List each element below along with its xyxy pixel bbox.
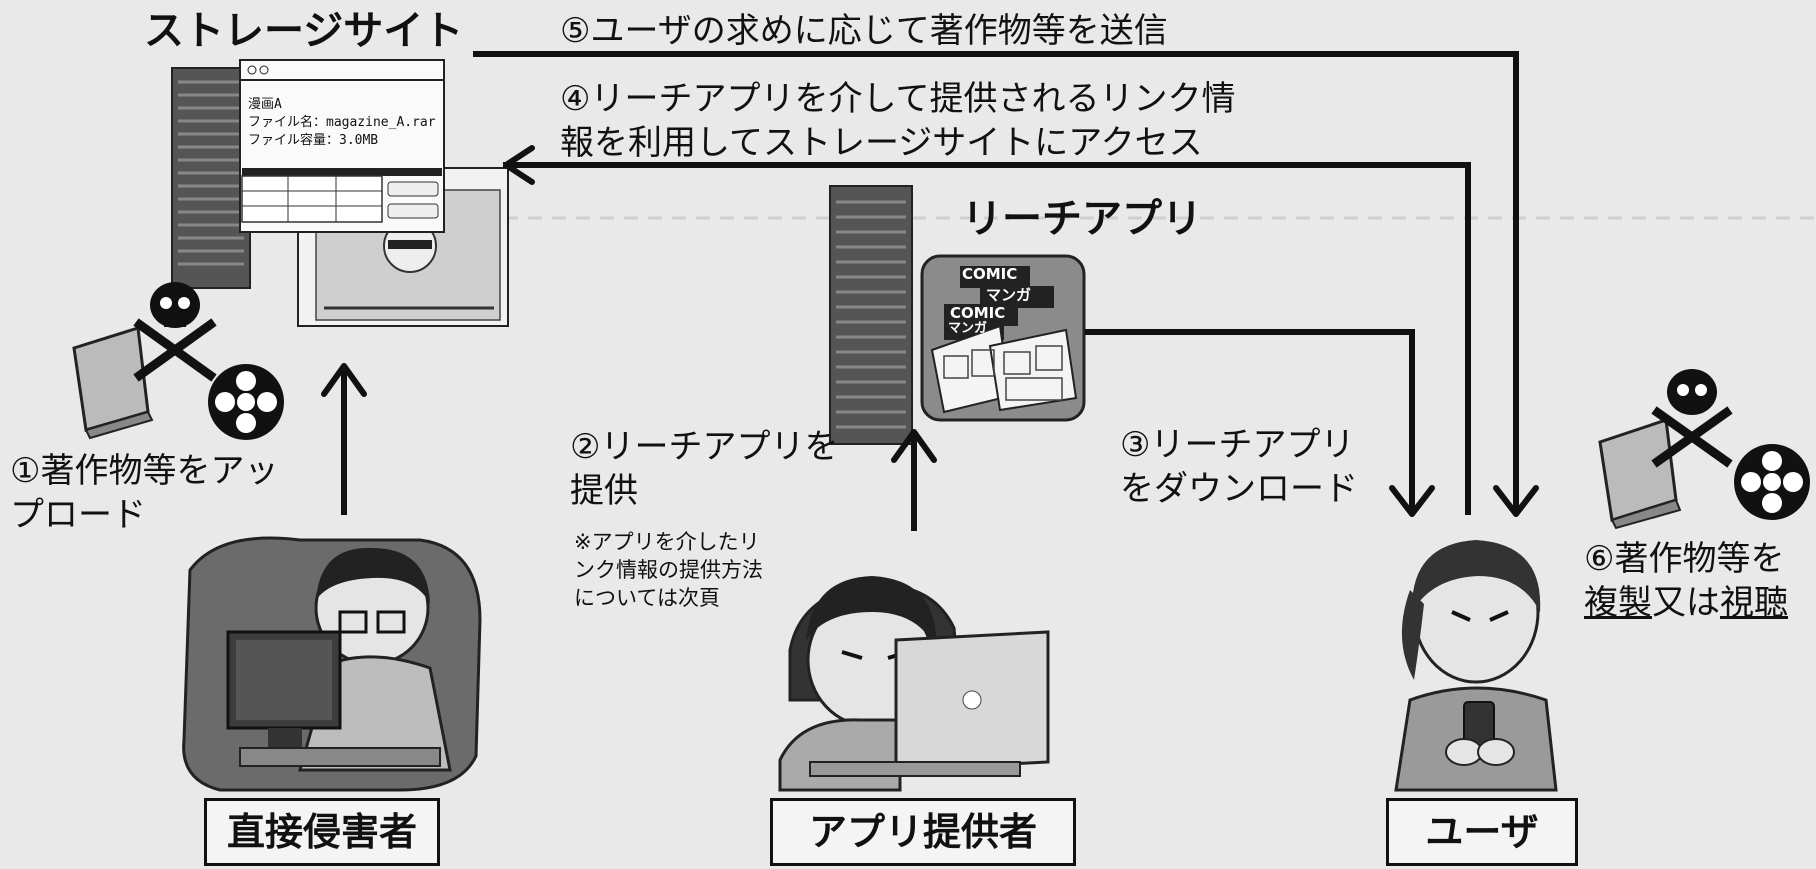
reach-app-label: リーチアプリ — [962, 196, 1202, 242]
step3-label-line1: ③リーチアプリ — [1120, 425, 1355, 465]
user-label-box: ユーザ — [1386, 798, 1578, 866]
step6-or-word: 又は — [1652, 583, 1720, 623]
storage-window-filename: ファイル名：magazine_A.rar — [248, 115, 436, 130]
piracy-symbol-left — [72, 282, 284, 440]
step6-label-line1: ⑥著作物等を — [1584, 539, 1785, 579]
arrow-send-to-user — [473, 51, 1519, 515]
app-icon-text-4: マンガ — [948, 321, 988, 336]
step2-note-line1: ※アプリを介したリ — [574, 530, 760, 554]
storage-file-window — [239, 59, 445, 233]
reach-app-server — [829, 185, 913, 445]
provider-illustration — [778, 576, 1050, 792]
provider-label-box: アプリ提供者 — [770, 798, 1076, 866]
step2-note-line2: ンク情報の提供方法 — [574, 558, 763, 582]
arrow-access-storage — [503, 162, 1471, 515]
piracy-symbol-right — [1598, 369, 1810, 530]
app-icon-text-3: COMIC — [950, 304, 1006, 322]
app-icon-text-2: マンガ — [986, 286, 1032, 304]
storage-server — [171, 67, 251, 289]
infringer-label-box: 直接侵害者 — [204, 798, 440, 866]
step2-label-line1: ②リーチアプリを — [570, 427, 839, 467]
infringer-illustration — [182, 536, 482, 792]
step3-label-line2: をダウンロード — [1120, 469, 1358, 509]
step1-label-line2: プロード — [10, 495, 146, 535]
step4-label-line2: 報を利用してストレージサイトにアクセス — [560, 123, 1203, 163]
storage-site-label: ストレージサイト — [144, 8, 464, 54]
app-icon-text-1: COMIC — [962, 265, 1018, 283]
storage-window-filesize: ファイル容量：3.0MB — [248, 133, 379, 148]
step6-view-word: 視聴 — [1720, 583, 1788, 623]
arrow-download-app — [1085, 329, 1415, 515]
step4-label-line1: ④リーチアプリを介して提供されるリンク情 — [560, 79, 1236, 119]
reach-app-icon — [920, 254, 1086, 422]
user-illustration — [1394, 540, 1558, 792]
arrows — [321, 51, 1539, 531]
step2-note-line3: については次頁 — [574, 586, 720, 610]
step2-label-line2: 提供 — [570, 471, 638, 511]
step6-label-line2: 複製又は視聴 — [1584, 583, 1788, 623]
step5-label: ⑤ユーザの求めに応じて著作物等を送信 — [560, 11, 1168, 51]
storage-window-title: 漫画A — [248, 97, 282, 112]
step1-label-line1: ①著作物等をアッ — [10, 451, 279, 491]
step6-copy-word: 複製 — [1584, 583, 1652, 623]
